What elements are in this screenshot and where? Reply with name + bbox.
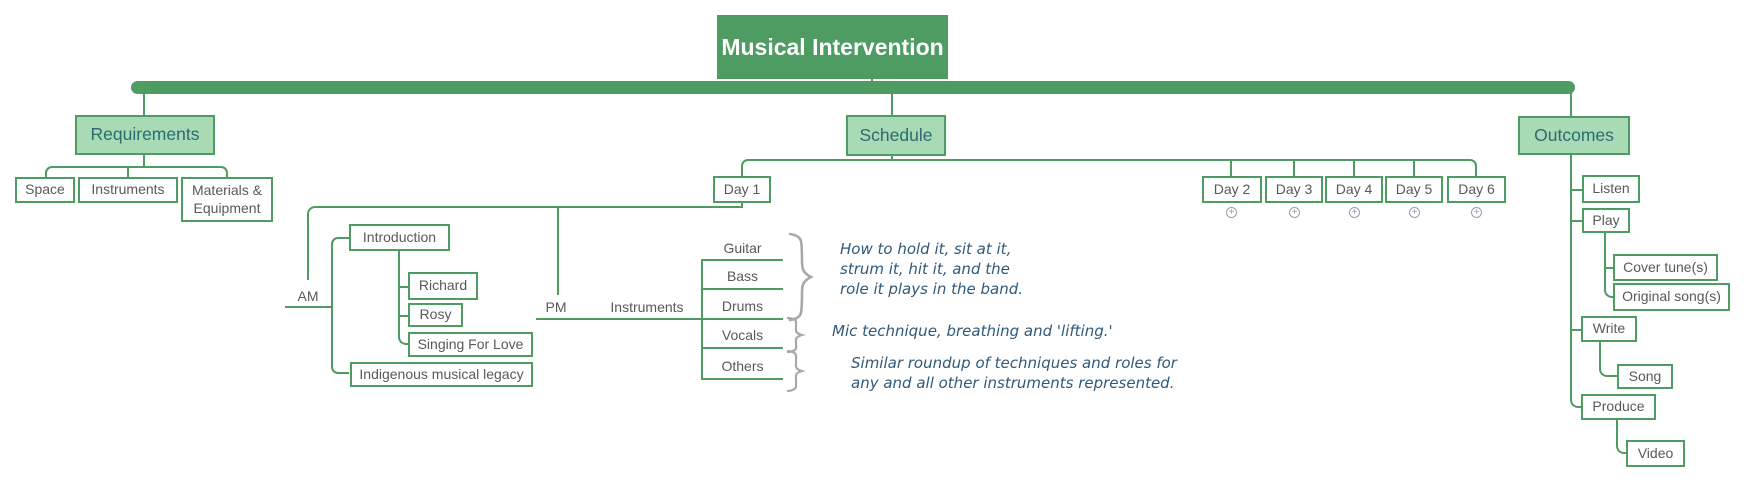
note-guitar-bass-drums[interactable]: How to hold it, sit at it, strum it, hit… (840, 240, 1024, 298)
node-space[interactable]: Space (15, 177, 75, 203)
node-pm[interactable]: PM (545, 299, 567, 315)
connector (891, 93, 893, 115)
node-produce[interactable]: Produce (1581, 394, 1656, 420)
connector (127, 166, 129, 177)
node-day3[interactable]: Day 3 (1265, 176, 1323, 203)
connector (1570, 93, 1572, 116)
node-play[interactable]: Play (1582, 208, 1630, 233)
node-write[interactable]: Write (1581, 316, 1637, 342)
expand-icon[interactable]: + (1289, 207, 1300, 218)
connector (1570, 189, 1582, 191)
connector (398, 286, 408, 288)
node-video[interactable]: Video (1626, 440, 1685, 467)
connector (1570, 329, 1581, 331)
note-vocals[interactable]: Mic technique, breathing and 'lifting.' (832, 322, 1113, 340)
connector (701, 259, 783, 261)
node-requirements[interactable]: Requirements (75, 115, 215, 155)
connector (1599, 342, 1617, 377)
node-others[interactable]: Others (721, 358, 764, 374)
connector (1293, 159, 1295, 176)
connector (1353, 159, 1355, 176)
connector (701, 378, 783, 380)
node-materials-equipment[interactable]: Materials & Equipment (181, 177, 273, 222)
root-node[interactable]: Musical Intervention (717, 15, 948, 79)
brace-others (786, 349, 806, 393)
node-guitar[interactable]: Guitar (723, 240, 762, 256)
node-instruments[interactable]: Instruments (610, 299, 684, 315)
node-drums[interactable]: Drums (721, 298, 764, 314)
node-day2[interactable]: Day 2 (1202, 176, 1262, 203)
connector (1230, 159, 1232, 176)
connector (331, 237, 349, 374)
connector (701, 347, 783, 349)
node-original-songs[interactable]: Original song(s) (1613, 283, 1730, 311)
connector (1570, 155, 1581, 408)
expand-icon[interactable]: + (1471, 207, 1482, 218)
node-day4[interactable]: Day 4 (1325, 176, 1383, 203)
connector (701, 288, 783, 290)
node-schedule[interactable]: Schedule (846, 115, 946, 156)
connector (891, 156, 893, 160)
node-am[interactable]: AM (297, 288, 319, 304)
node-instruments-requirement[interactable]: Instruments (78, 177, 178, 203)
node-cover-tunes[interactable]: Cover tune(s) (1613, 254, 1718, 281)
connector (557, 207, 559, 295)
node-vocals[interactable]: Vocals (721, 327, 764, 343)
connector (1413, 159, 1415, 176)
node-song[interactable]: Song (1617, 364, 1673, 389)
node-day6[interactable]: Day 6 (1447, 176, 1506, 203)
node-introduction[interactable]: Introduction (349, 224, 450, 251)
connector (45, 166, 228, 177)
brace-vocals (786, 316, 806, 354)
node-day1[interactable]: Day 1 (713, 176, 771, 203)
connector (1616, 420, 1626, 454)
node-singing-for-love[interactable]: Singing For Love (408, 332, 533, 357)
node-day5[interactable]: Day 5 (1385, 176, 1443, 203)
node-indigenous-musical-legacy[interactable]: Indigenous musical legacy (350, 362, 533, 387)
connector (143, 155, 145, 167)
expand-icon[interactable]: + (1409, 207, 1420, 218)
brace-guitar-bass-drums (788, 232, 814, 322)
connector (871, 78, 873, 82)
connector (1604, 233, 1613, 298)
level1-bar (131, 81, 1575, 94)
node-richard[interactable]: Richard (408, 272, 478, 300)
node-rosy[interactable]: Rosy (408, 303, 463, 327)
connector (741, 203, 743, 207)
connector (398, 315, 408, 317)
connector (536, 318, 702, 320)
connector (398, 251, 408, 345)
connector (285, 306, 332, 308)
expand-icon[interactable]: + (1349, 207, 1360, 218)
node-listen[interactable]: Listen (1582, 175, 1640, 203)
connector (1570, 220, 1582, 222)
connector (143, 93, 145, 115)
connector (1604, 267, 1613, 269)
connector (307, 206, 743, 280)
connector (701, 318, 783, 320)
node-outcomes[interactable]: Outcomes (1518, 116, 1630, 155)
expand-icon[interactable]: + (1226, 207, 1237, 218)
note-others[interactable]: Similar roundup of techniques and roles … (851, 354, 1177, 392)
connector (741, 159, 1477, 176)
node-bass[interactable]: Bass (726, 268, 759, 284)
